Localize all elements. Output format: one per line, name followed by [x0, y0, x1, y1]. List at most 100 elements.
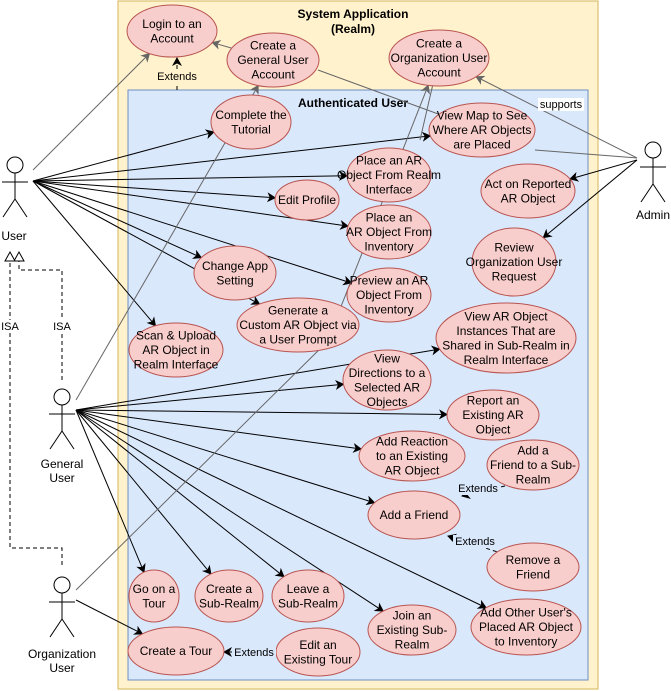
label-bg [0, 320, 18, 333]
actor-label-line: User [1, 229, 26, 243]
actor-head-icon [644, 141, 662, 159]
usecase-label-line: Account [417, 66, 461, 80]
isa-general-user [13, 250, 63, 380]
actor-label-line: User [49, 661, 74, 675]
usecase-label-line: Generate a [268, 304, 328, 318]
usecase-ellipse [126, 4, 218, 58]
usecase-label-line: Friend to a Sub- [490, 458, 576, 472]
usecase-label-line: Add Reaction [376, 435, 448, 449]
actor-left-leg [2, 198, 16, 218]
usecase-label-line: Leave a [287, 582, 330, 596]
usecase-ellipse [226, 32, 320, 88]
usecase-label-line: View [374, 351, 400, 365]
usecase-ellipse [128, 569, 180, 623]
supports-label: supports [540, 99, 583, 111]
usecase-ellipse [486, 542, 580, 592]
general-association-add_friend [75, 409, 376, 506]
usecase-ellipse [342, 349, 432, 411]
system-title-line1: System Application [298, 7, 409, 21]
label-bg [453, 535, 497, 548]
actor-head-icon [53, 388, 71, 406]
usecase-ellipse [470, 598, 582, 656]
usecase-ellipse [367, 604, 457, 656]
usecase-label-line: Setting [216, 273, 253, 287]
usecase-ellipse [428, 102, 536, 158]
usecase-edit-profile[interactable]: Edit Profile [274, 179, 340, 221]
usecase-label-line: AR Object From [346, 225, 432, 239]
usecase-ellipse [194, 569, 264, 623]
usecase-ellipse [446, 389, 540, 441]
usecase-label-line: Organization User [466, 255, 563, 269]
extends-label-login: Extends [157, 71, 197, 83]
usecase-label-line: Placed AR Object [479, 620, 574, 634]
actor-admin[interactable]: Admin [636, 141, 670, 222]
usecase-label-line: are Placed [453, 138, 510, 152]
usecase-add-friend[interactable]: Add a Friend [367, 490, 461, 540]
admin-association-act_reported [569, 159, 638, 182]
usecase-label-line: Friend [516, 567, 550, 581]
usecase-label-line: to Inventory [495, 635, 558, 649]
usecase-label-line: Interface [366, 183, 413, 197]
actor-user[interactable]: User [1, 156, 28, 243]
usecase-label-line: Join an [393, 609, 432, 623]
actor-right-leg [14, 198, 28, 218]
system-title-line2: (Realm) [331, 22, 375, 36]
user-association-tutorial [32, 129, 215, 182]
actor-left-leg [49, 618, 63, 638]
usecase-label-line: Create a Tour [140, 644, 213, 658]
usecase-label-line: a User Prompt [259, 333, 337, 347]
usecase-label-line: Act on Reported [485, 177, 572, 191]
label-bg [52, 320, 72, 333]
usecase-label-line: to an Existing [376, 449, 448, 463]
usecase-label-line: Realm [395, 638, 430, 652]
usecase-label-line: Existing AR [462, 408, 524, 422]
usecase-label-line: Remove a [506, 553, 561, 567]
usecase-label-line: Where AR Objects [433, 123, 532, 137]
usecase-label-line: View AR Object [464, 309, 548, 323]
usecase-label-line: Account [251, 68, 295, 82]
actor-right-leg [652, 183, 666, 203]
usecase-label-line: Custom AR Object via [239, 318, 357, 332]
usecase-label-line: View Map to See [437, 109, 528, 123]
usecase-label-line: Account [150, 31, 194, 45]
label-bg [156, 70, 200, 83]
actor-label-line: Admin [636, 208, 670, 222]
actor-left-leg [640, 183, 654, 203]
usecase-create-tour[interactable]: Create a Tour [127, 626, 225, 676]
user-association-view_map [32, 131, 432, 182]
usecase-ellipse [367, 490, 461, 540]
usecase-label-line: AR Object [501, 191, 556, 205]
usecase-label-line: Tutorial [231, 122, 271, 136]
usecase-label-line: Realm [516, 473, 551, 487]
usecase-label-line: Add a [517, 444, 549, 458]
